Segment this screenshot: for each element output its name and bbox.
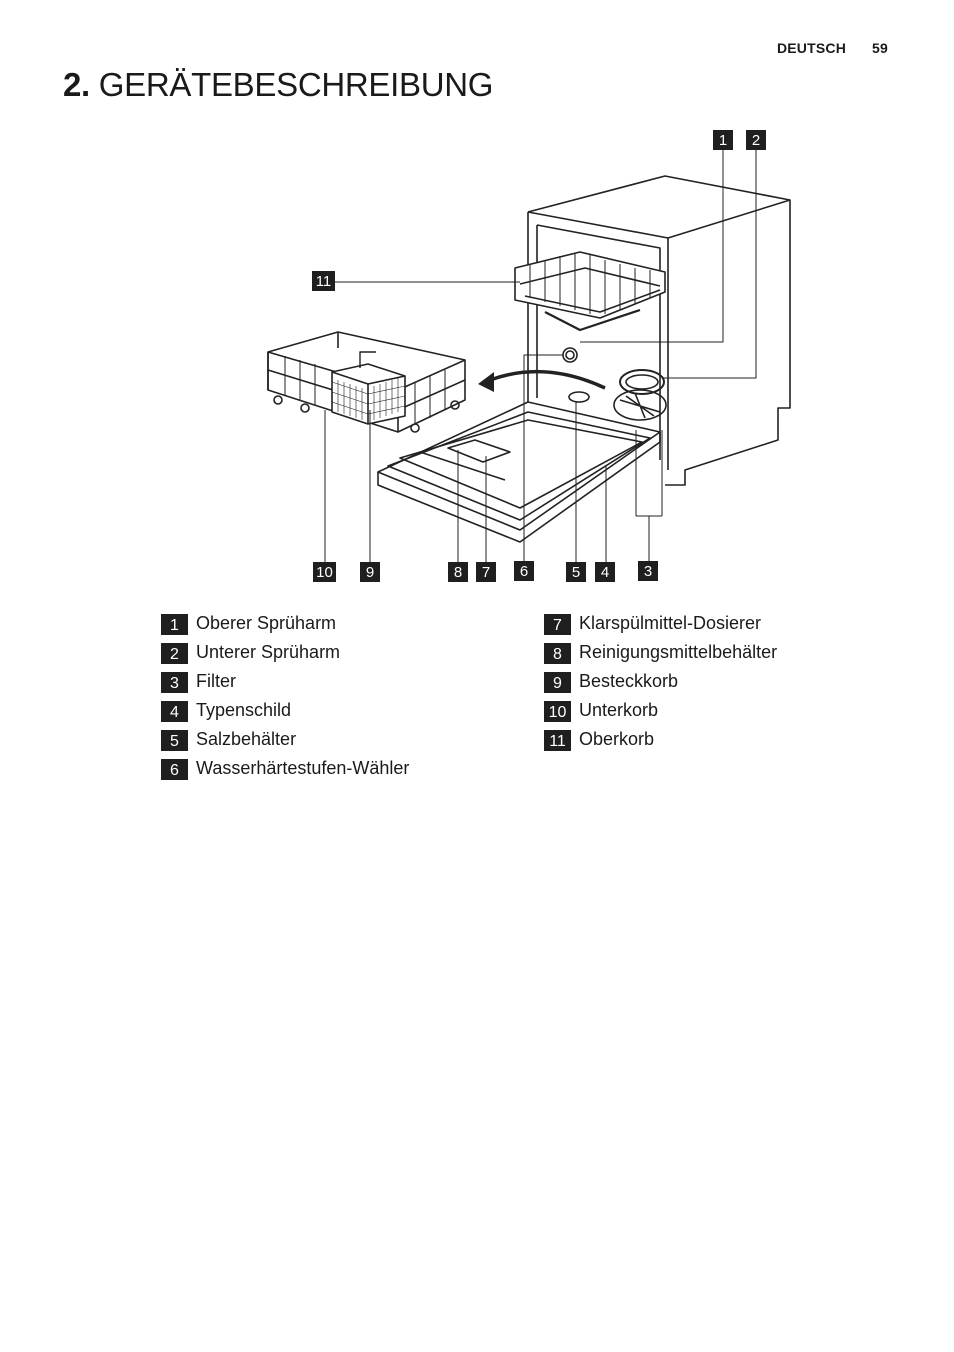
legend-label: Besteckkorb [579,671,679,691]
legend-item: 9 Besteckkorb [544,670,777,699]
legend-item: 11 Oberkorb [544,728,777,757]
legend-number: 2 [161,643,188,664]
dishwasher-diagram: 1 2 11 10 9 8 7 6 5 4 3 [0,0,954,600]
legend-number: 6 [161,759,188,780]
legend-item: 2 Unterer Sprüharm [161,641,409,670]
legend-label: Wasserhärtestufen-Wähler [196,758,410,778]
section-title-text: GERÄTEBESCHREIBUNG [98,66,494,103]
legend-number: 4 [161,701,188,722]
legend-item: 10 Unterkorb [544,699,777,728]
legend-item: 1 Oberer Sprüharm [161,612,409,641]
callout-7: 7 [476,562,496,582]
legend-item: 3 Filter [161,670,409,699]
legend-right-column: 7 Klarspülmittel-Dosierer 8 Reinigungsmitt… [544,612,777,757]
callout-10: 10 [313,562,336,582]
legend-number: 5 [161,730,188,751]
header-language: DEUTSCH [776,40,847,56]
callout-4: 4 [595,562,615,582]
callout-2: 2 [746,130,766,150]
section-title: 2. GERÄTEBESCHREIBUNG [63,66,493,104]
legend-item: 5 Salzbehälter [161,728,409,757]
legend-number: 7 [544,614,571,635]
legend-number: 10 [544,701,571,722]
callout-1: 1 [713,130,733,150]
legend-number: 3 [161,672,188,693]
legend-label: Oberkorb [579,729,655,749]
legend-label: Filter [196,671,236,691]
legend-label: Typenschild [196,700,292,720]
legend-label: Salzbehälter [196,729,297,749]
callout-9: 9 [360,562,380,582]
legend-label: Reinigungsmittelbehälter [579,642,778,662]
callout-3: 3 [638,561,658,581]
legend-label: Unterkorb [579,700,659,720]
dishwasher-illustration [267,150,791,562]
page-header: DEUTSCH 59 [777,40,888,56]
callout-8: 8 [448,562,468,582]
page-number: 59 [872,40,888,56]
callout-11: 11 [312,271,335,291]
legend-item: 8 Reinigungsmittelbehälter [544,641,777,670]
legend-label: Unterer Sprüharm [196,642,341,662]
legend-label: Oberer Sprüharm [196,613,337,633]
callout-5: 5 [566,562,586,582]
legend-item: 4 Typenschild [161,699,409,728]
callout-6: 6 [514,561,534,581]
legend-number: 8 [544,643,571,664]
legend-number: 11 [544,730,571,751]
legend-item: 7 Klarspülmittel-Dosierer [544,612,777,641]
legend-left-column: 1 Oberer Sprüharm 2 Unterer Sprüharm 3 Filt… [161,612,409,786]
legend-item: 6 Wasserhärtestufen-Wähler [161,757,409,786]
legend-number: 1 [161,614,188,635]
section-number: 2. [63,66,90,103]
legend-label: Klarspülmittel-Dosierer [579,613,762,633]
legend-number: 9 [544,672,571,693]
